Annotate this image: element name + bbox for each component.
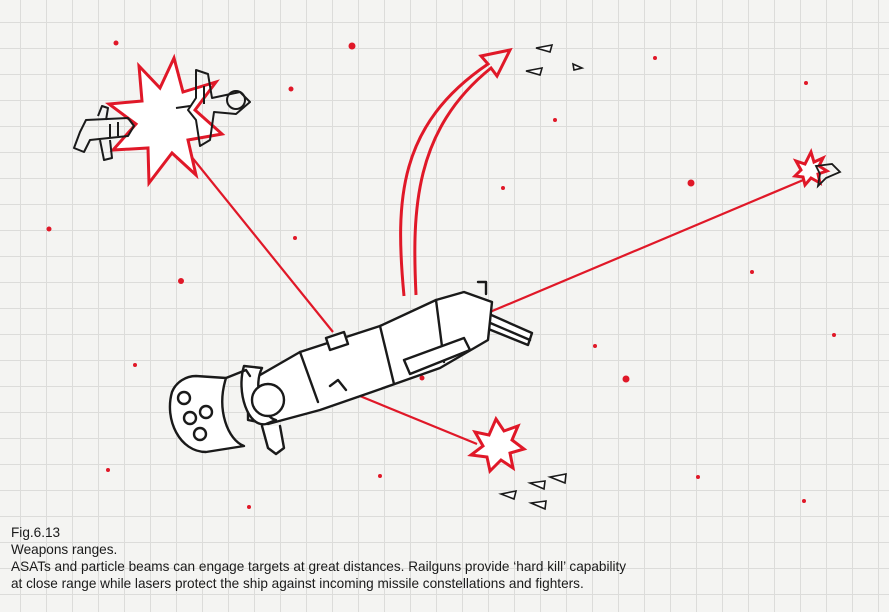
warship-turret bbox=[324, 330, 350, 352]
explosion-far-right bbox=[791, 147, 831, 189]
explosion-lower bbox=[467, 415, 528, 475]
figure-title: Weapons ranges. bbox=[11, 542, 118, 557]
explosions bbox=[104, 53, 831, 475]
fighter-far-right bbox=[814, 163, 842, 189]
star-dots bbox=[46, 40, 836, 509]
enemy-craft-upper-left bbox=[73, 69, 251, 161]
caption-line-2: at close range while lasers protect the … bbox=[11, 576, 584, 591]
figure-caption: Fig.6.13 Weapons ranges. ASATs and parti… bbox=[11, 524, 881, 592]
beam-to-upper-left bbox=[177, 139, 334, 333]
curved-arrow bbox=[399, 47, 513, 297]
figure-number: Fig.6.13 bbox=[11, 525, 61, 540]
explosion-large bbox=[104, 53, 226, 188]
warship-sensor-sphere bbox=[250, 382, 286, 418]
warship-cargo-panel bbox=[402, 336, 472, 376]
warship-dorsal-mast bbox=[476, 280, 488, 296]
projectiles bbox=[498, 43, 585, 511]
caption-line-1: ASATs and particle beams can engage targ… bbox=[11, 559, 627, 574]
warship-keel bbox=[260, 424, 286, 456]
weapons-ranges-illustration bbox=[46, 40, 842, 511]
warship bbox=[168, 280, 534, 456]
